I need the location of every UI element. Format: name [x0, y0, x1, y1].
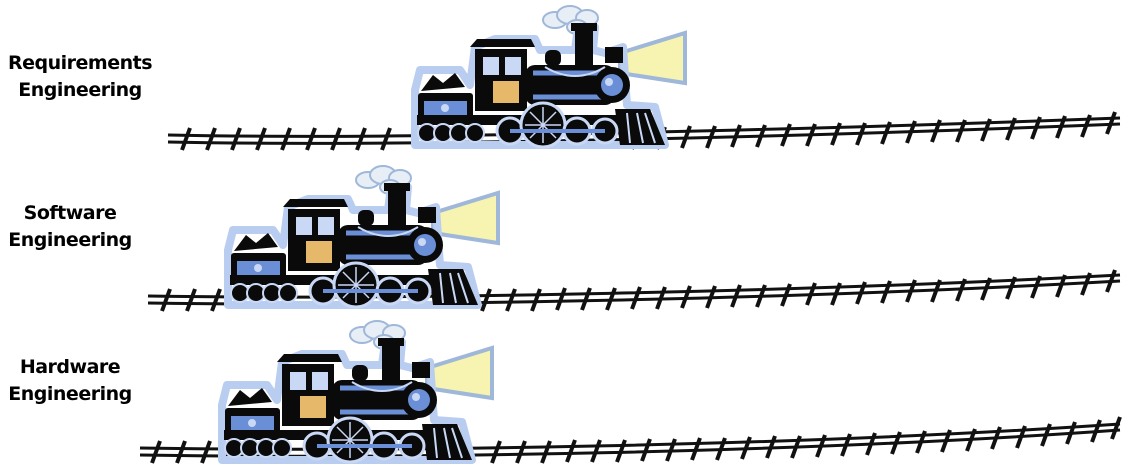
steam-locomotive-icon [415, 6, 685, 147]
steam-locomotive-icon [228, 166, 498, 307]
steam-locomotive-icon [222, 321, 492, 462]
